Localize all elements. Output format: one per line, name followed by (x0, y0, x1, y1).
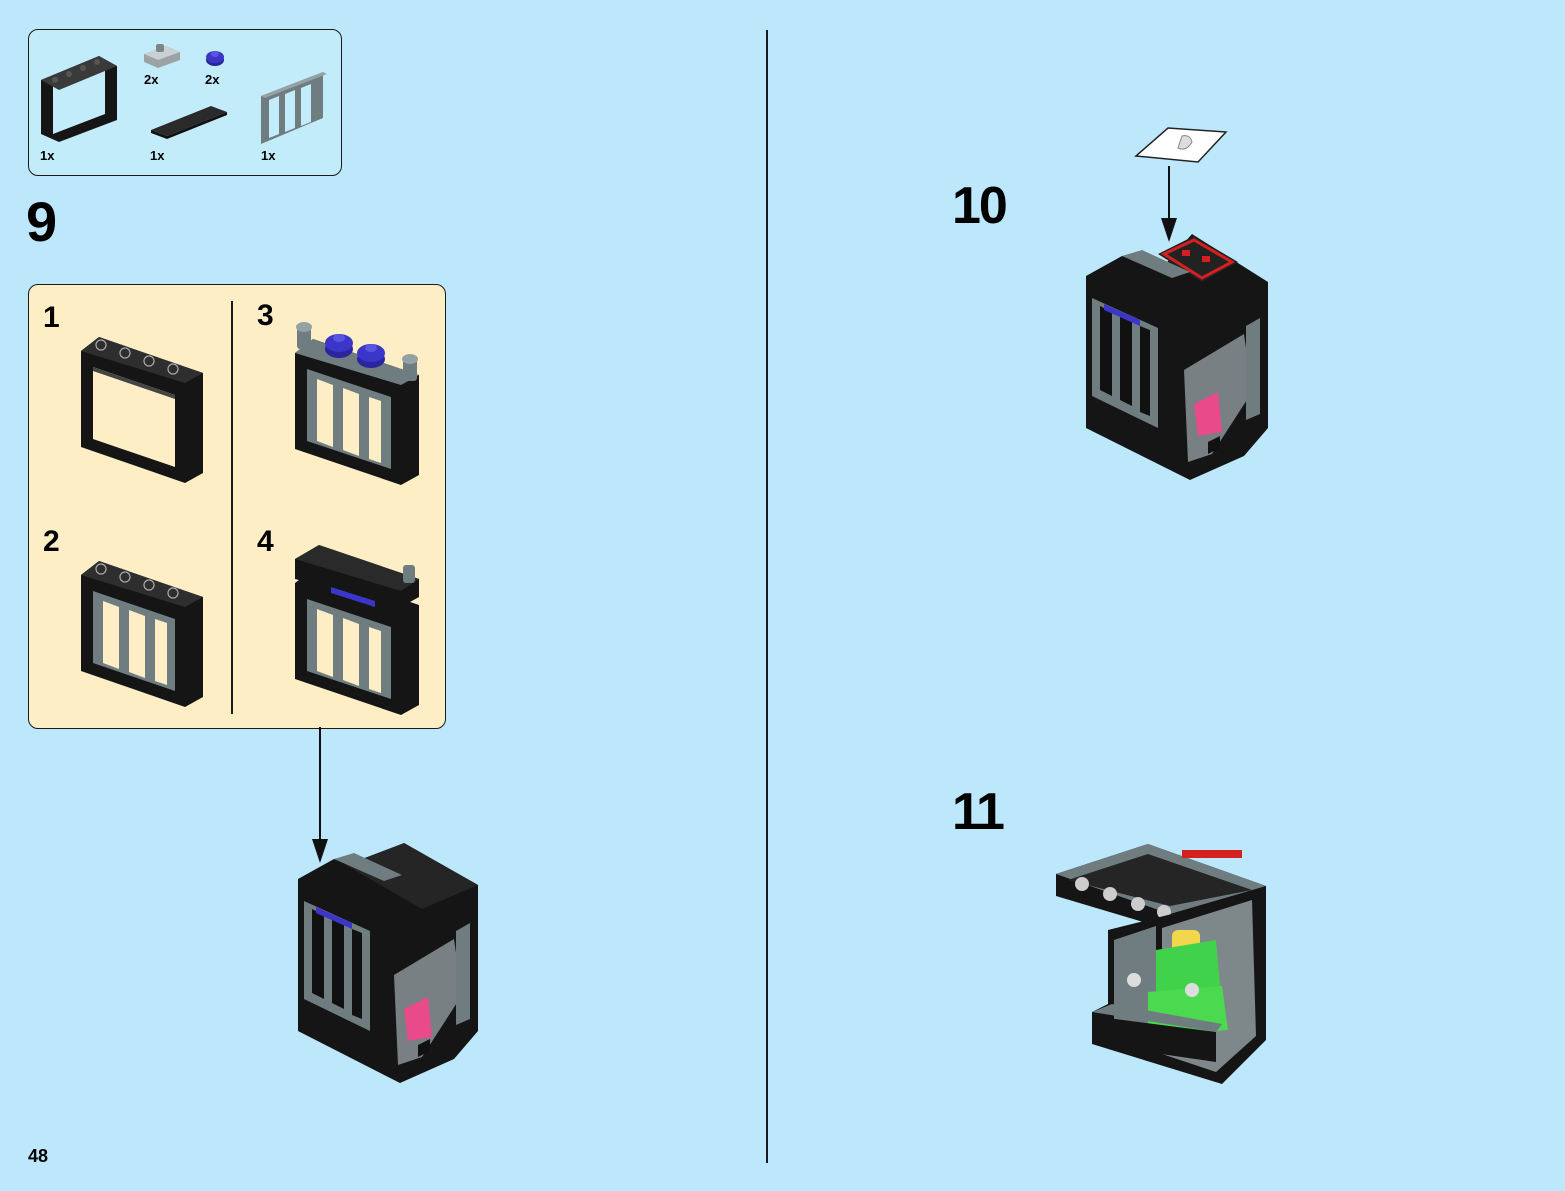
step-number: 10 (952, 177, 1008, 235)
step9-model (298, 843, 478, 1083)
part-qty: 2x (144, 72, 159, 87)
substep-divider (231, 301, 233, 714)
step10-model (1086, 234, 1268, 480)
sticker-icon (1134, 127, 1228, 163)
step-number: 11 (952, 783, 1005, 841)
step-number: 9 (26, 190, 57, 253)
window-frame-icon (41, 56, 117, 142)
page-divider (766, 30, 768, 1163)
substep-number: 3 (257, 299, 274, 332)
frame-with-tile-model (295, 545, 419, 715)
substep-number: 2 (43, 525, 60, 558)
part-qty: 1x (261, 148, 276, 163)
page-number: 48 (28, 1146, 49, 1166)
part-qty: 1x (150, 148, 165, 163)
parts-list-box: 1x 2x 2x 1x 1x (28, 29, 342, 176)
arrow-down-icon (312, 727, 328, 863)
fence-icon (261, 72, 327, 144)
part-qty: 2x (205, 72, 220, 87)
tile-long-icon (151, 106, 227, 139)
step11-model (1056, 844, 1266, 1084)
clip-plate-icon (144, 44, 180, 68)
substep-box: 1 2 3 4 (28, 284, 446, 729)
substep-number: 4 (257, 525, 274, 558)
frame-with-fence-model (81, 561, 203, 707)
round-plate-blue-icon (206, 51, 224, 66)
arrow-down-icon (1161, 166, 1177, 242)
window-frame-model (81, 337, 203, 483)
frame-with-plates-model (295, 322, 419, 485)
substep-number: 1 (43, 301, 60, 334)
part-qty: 1x (40, 148, 55, 163)
